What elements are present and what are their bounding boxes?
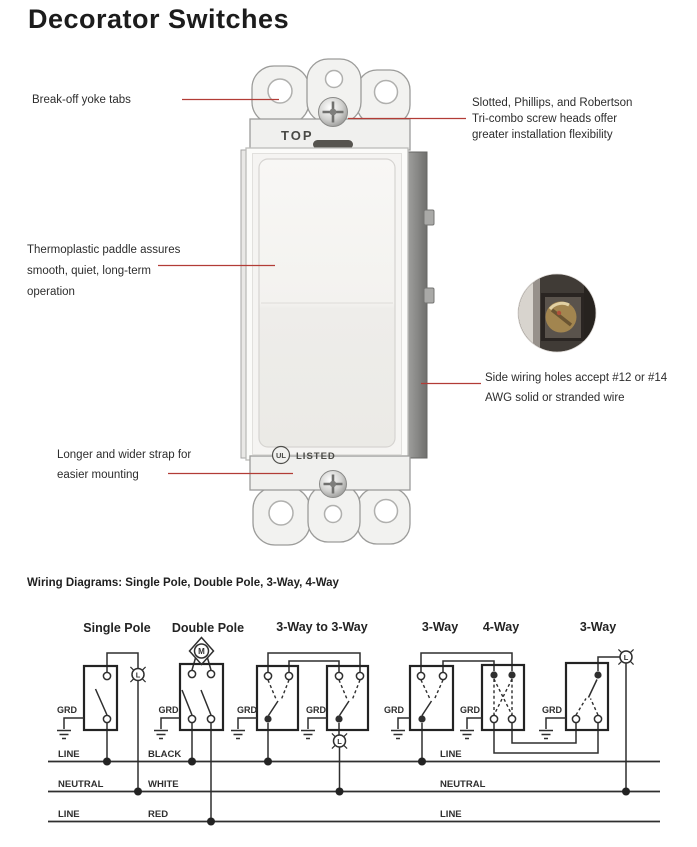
ul-mark-icon — [271, 445, 291, 465]
yoke-hole — [323, 504, 343, 524]
callout-line: Side wiring holes accept #12 or #14 — [485, 372, 668, 384]
switch-body — [245, 147, 409, 461]
bottom-yoke: UL LISTED — [249, 445, 411, 546]
yoke-hole — [267, 78, 293, 104]
ground-icon — [301, 717, 327, 740]
callout-line: AWG solid or stranded wire — [485, 392, 625, 404]
lamp-icon: L — [617, 648, 635, 666]
yoke-hole — [373, 79, 399, 105]
ground-label: GRD — [237, 705, 258, 715]
wiring-diagrams-figure: Single Pole Double Pole 3-Way to 3-Way 3… — [48, 620, 660, 826]
yoke-hole — [268, 500, 294, 526]
motor-icon: M — [188, 636, 215, 666]
side-terminal-screw-icon — [423, 209, 435, 226]
yoke-hole — [373, 498, 399, 524]
ground-label: GRD — [384, 705, 405, 715]
ground-icon — [460, 717, 482, 740]
ground-label: GRD — [460, 705, 481, 715]
bus-label: LINE — [440, 749, 462, 760]
three-way-to-three-way-diagram: GRD L GRD — [231, 652, 370, 792]
bus-label: RED — [148, 809, 168, 820]
bus-label: NEUTRAL — [58, 779, 104, 790]
top-yoke: TOP — [249, 58, 411, 151]
switch-side-housing — [405, 151, 428, 459]
callout-yoke-tabs: Break-off yoke tabs — [32, 92, 131, 108]
bus-label: NEUTRAL — [440, 779, 486, 790]
ground-icon — [391, 717, 410, 740]
callout-paddle: Thermoplastic paddle assures smooth, qui… — [27, 240, 180, 303]
diagram-title-3way-to-3way: 3-Way to 3-Way — [276, 620, 367, 634]
callout-line: easier mounting — [57, 469, 139, 481]
diagram-title-4way: 4-Way — [483, 620, 519, 634]
double-pole-diagram: M GRD — [154, 636, 225, 822]
bus-label: LINE — [58, 809, 80, 820]
ul-stamp: UL — [276, 451, 286, 460]
lamp-icon: L — [129, 666, 147, 683]
ground-label: GRD — [57, 705, 78, 715]
terminal-closeup-inset — [517, 273, 597, 353]
callout-strap: Longer and wider strap for easier mounti… — [57, 445, 191, 485]
ground-icon — [57, 717, 84, 740]
ground-icon — [231, 717, 257, 740]
page-title: Decorator Switches — [28, 4, 290, 34]
callout-screw-heads: Slotted, Phillips, and Robertson Tri-com… — [472, 95, 632, 143]
diagram-title-3way-b: 3-Way — [580, 620, 616, 634]
switch-illustration: TOP — [240, 58, 435, 546]
callout-side-wiring: Side wiring holes accept #12 or #14 AWG … — [485, 368, 667, 408]
yoke-hole — [324, 69, 344, 89]
svg-text:L: L — [624, 653, 629, 662]
ground-label: GRD — [159, 705, 180, 715]
svg-text:L: L — [136, 670, 141, 679]
svg-text:L: L — [337, 737, 342, 746]
bus-label: BLACK — [148, 749, 181, 760]
callout-line: operation — [27, 286, 75, 298]
callout-line: Longer and wider strap for — [57, 449, 192, 461]
callout-line: Thermoplastic paddle assures — [27, 244, 181, 256]
diagram-title-double-pole: Double Pole — [172, 621, 244, 635]
ground-icon — [539, 717, 566, 740]
tri-combo-screw-icon — [318, 97, 348, 127]
top-stamp: TOP — [281, 128, 314, 143]
ground-icon — [154, 717, 180, 740]
tri-combo-screw-icon — [319, 470, 347, 498]
callout-line: greater installation flexibility — [472, 129, 613, 141]
side-terminal-screw-icon — [423, 287, 435, 304]
decorator-switch-figure: TOP — [158, 58, 597, 546]
ground-label: GRD — [542, 705, 563, 715]
bus-wires — [48, 760, 660, 823]
callout-line: Break-off yoke tabs — [32, 94, 131, 106]
callout-line: Slotted, Phillips, and Robertson — [472, 97, 633, 109]
svg-text:M: M — [198, 647, 205, 656]
bus-label: LINE — [440, 809, 462, 820]
ground-label: GRD — [306, 705, 327, 715]
callout-line: Tri-combo screw heads offer — [472, 113, 618, 125]
listed-stamp: LISTED — [296, 451, 336, 462]
bus-label: WHITE — [148, 779, 179, 790]
lamp-icon: L — [331, 732, 348, 750]
diagram-title-single-pole: Single Pole — [83, 621, 150, 635]
callout-line: smooth, quiet, long-term — [27, 265, 152, 277]
wiring-diagrams-heading: Wiring Diagrams: Single Pole, Double Pol… — [27, 577, 339, 589]
diagram-title-3way-a: 3-Way — [422, 620, 458, 634]
junction-dots — [103, 757, 630, 826]
bus-label: LINE — [58, 749, 80, 760]
paddle-slot — [313, 140, 353, 149]
single-pole-diagram: L GRD — [57, 652, 147, 792]
callout-leader-lines — [158, 98, 481, 475]
four-way-circuit-diagram: GRD GRD — [384, 648, 635, 792]
